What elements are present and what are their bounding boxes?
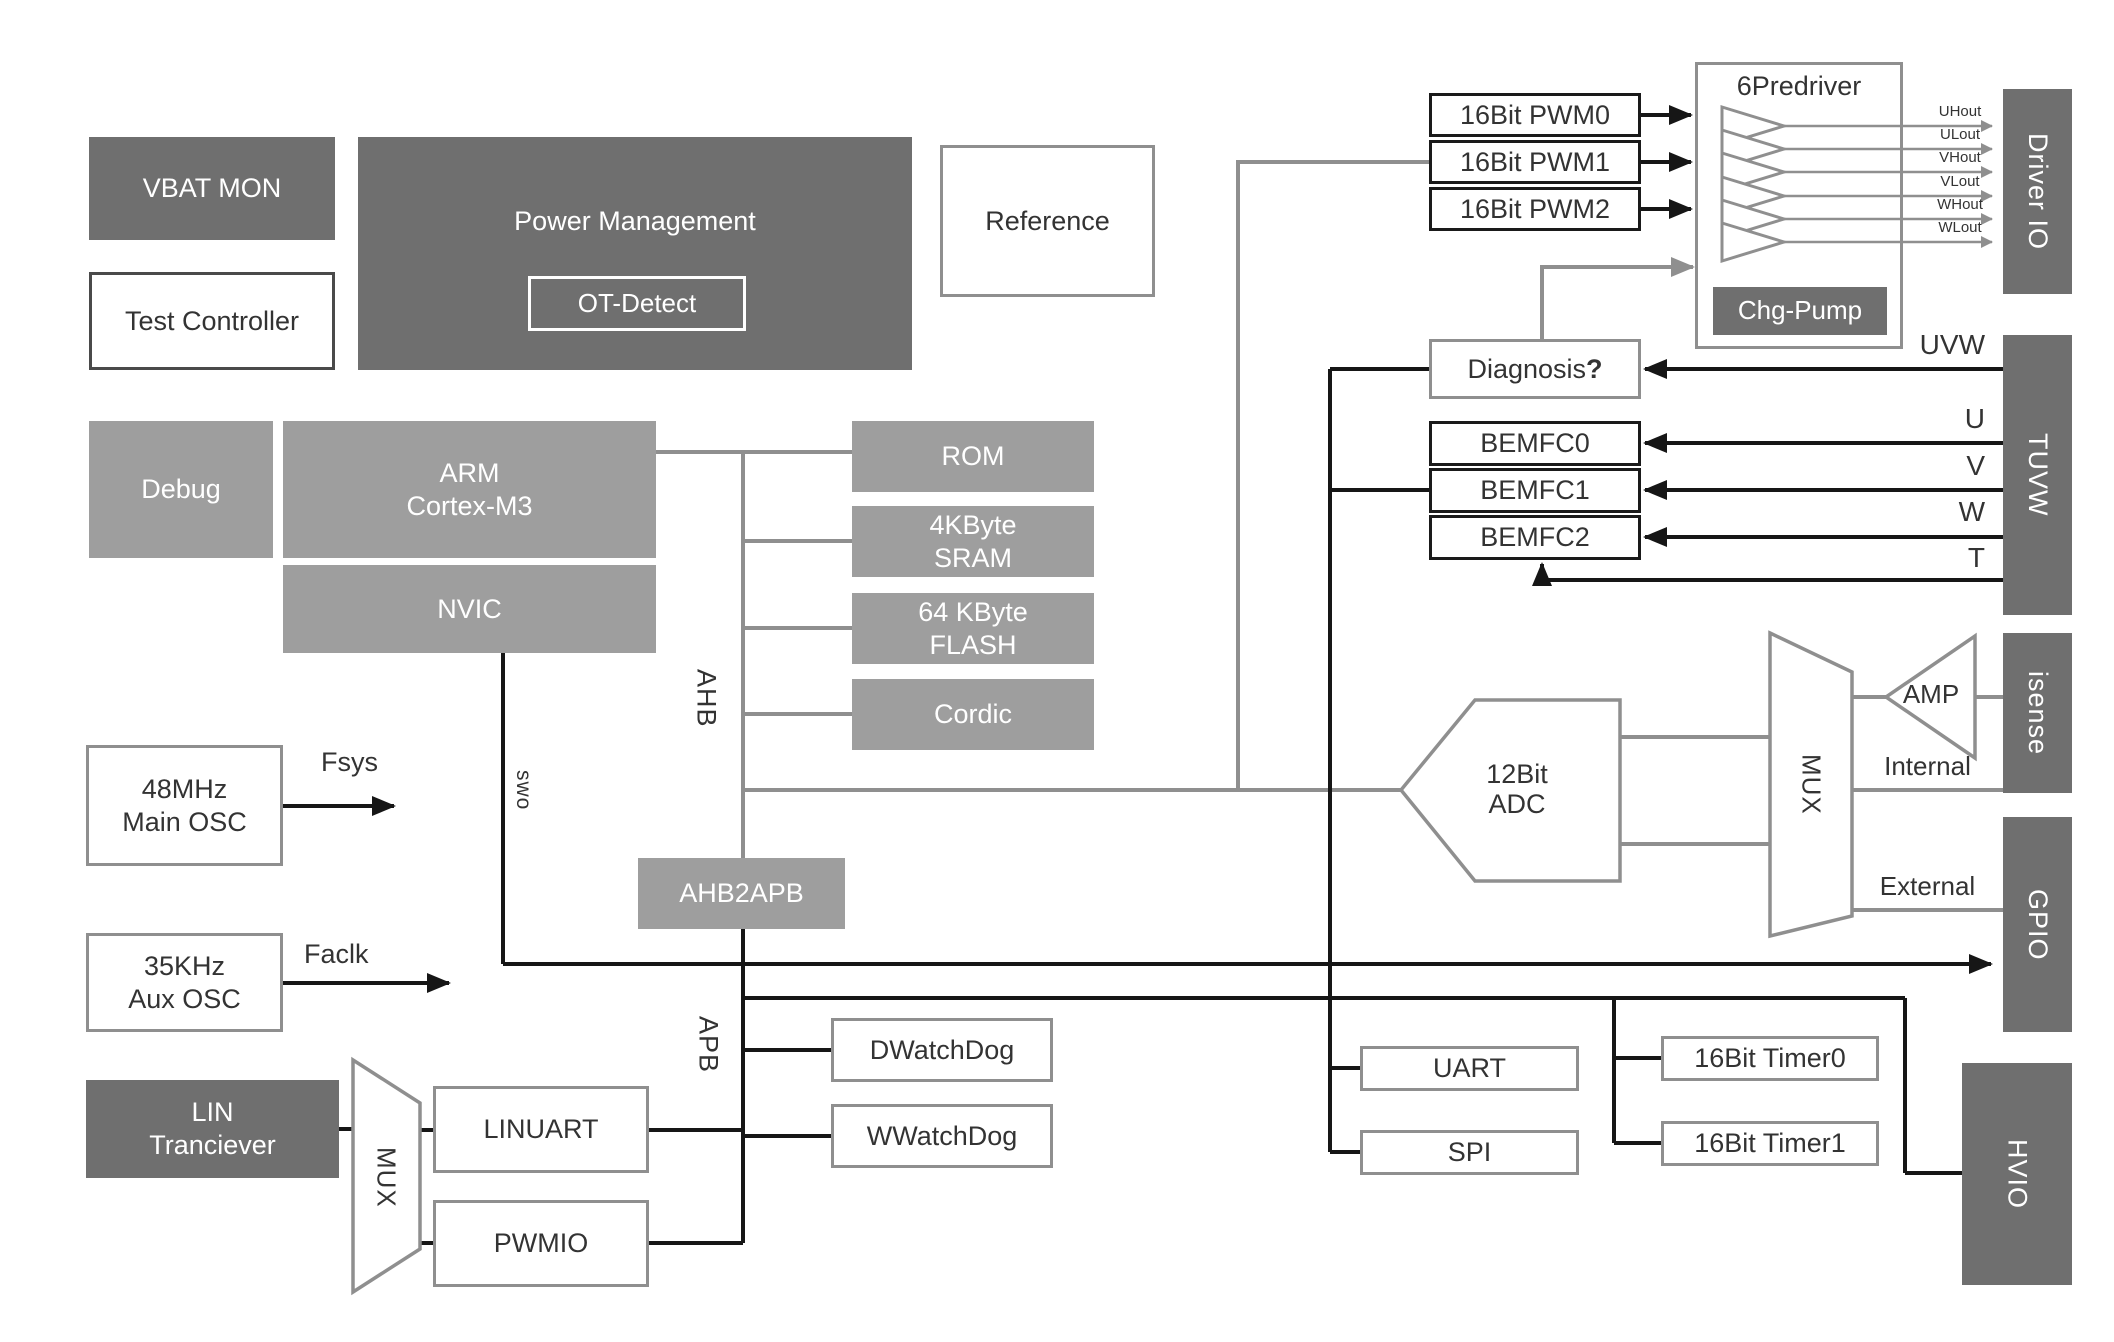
predriver-block: 6Predriver — [1695, 62, 1903, 349]
bemfc1-block: BEMFC1 — [1429, 468, 1641, 513]
pwm0-block: 16Bit PWM0 — [1429, 93, 1641, 137]
wlout-label: WLout — [1938, 219, 1982, 236]
u-signal-label: U — [1964, 403, 1985, 434]
t-bemfc-arrow — [1532, 562, 2003, 586]
amp-triangle — [1882, 632, 1977, 762]
power-management-label: Power Management — [514, 206, 756, 236]
fsys-label: Fsys — [321, 747, 378, 777]
adc-mux-label: MUX — [1796, 753, 1827, 815]
sram-block: 4KByte SRAM — [852, 506, 1094, 577]
lin-mux-trapezoid — [351, 1056, 422, 1296]
v-signal-label: V — [1966, 450, 1985, 481]
chg-pump-block: Chg-Pump — [1713, 287, 1887, 335]
apb-bus-label: APB — [693, 1016, 724, 1074]
nvic-block: NVIC — [283, 565, 656, 653]
power-management-block: Power Management — [358, 137, 912, 370]
tuvw-label: TUVW — [2022, 433, 2053, 517]
isense-label: isense — [2022, 670, 2053, 756]
arm-cortex-m3-block: ARM Cortex-M3 — [283, 421, 656, 558]
diagnosis-label: Diagnosis — [1467, 353, 1587, 384]
isense-block: isense — [2003, 633, 2072, 793]
swo-bus-label: swo — [512, 769, 535, 811]
ahb-bus-label: AHB — [691, 668, 722, 728]
adc-label: 12Bit ADC — [1486, 759, 1548, 819]
lin-transceiver-block: LIN Tranciever — [86, 1080, 339, 1178]
predriver-title: 6Predriver — [1736, 71, 1862, 101]
internal-label: Internal — [1884, 751, 1971, 781]
vlout-label: VLout — [1940, 173, 1980, 190]
timer1-block: 16Bit Timer1 — [1661, 1121, 1879, 1166]
external-label: External — [1879, 871, 1976, 901]
hvio-label: HVIO — [2002, 1138, 2033, 1209]
flash-block: 64 KByte FLASH — [852, 593, 1094, 664]
linuart-block: LINUART — [433, 1086, 649, 1173]
uvw-signal-label: UVW — [1919, 329, 1985, 360]
lin-mux-label: MUX — [371, 1146, 402, 1208]
driver-io-block: Driver IO — [2003, 89, 2072, 294]
ot-detect-block: OT-Detect — [528, 276, 746, 331]
adc-mux-trapezoid — [1768, 630, 1854, 939]
dwatchdog-block: DWatchDog — [831, 1018, 1053, 1082]
vhout-label: VHout — [1939, 149, 1981, 166]
spi-block: SPI — [1360, 1130, 1579, 1175]
diagnosis-predriver-arrow — [1540, 257, 1695, 339]
tuvw-block: TUVW — [2003, 335, 2072, 615]
debug-block: Debug — [89, 421, 273, 558]
reference-block: Reference — [940, 145, 1155, 297]
gpio-label: GPIO — [2022, 888, 2053, 961]
pwmio-block: PWMIO — [433, 1200, 649, 1287]
diagnosis-question-mark: ? — [1586, 353, 1603, 384]
amp-label: AMP — [1902, 679, 1960, 709]
uhout-label: UHout — [1938, 103, 1982, 120]
ahb2apb-block: AHB2APB — [638, 858, 845, 929]
pwm2-block: 16Bit PWM2 — [1429, 187, 1641, 231]
vbat-mon-block: VBAT MON — [89, 137, 335, 240]
cordic-block: Cordic — [852, 679, 1094, 750]
hvio-block: HVIO — [1962, 1063, 2072, 1285]
diagnosis-block: Diagnosis? — [1429, 339, 1641, 399]
aux-osc-block: 35KHz Aux OSC — [86, 933, 283, 1032]
adc-pentagon — [1398, 698, 1622, 883]
ahb-pwm-line — [1236, 160, 1429, 790]
predriver-triangle — [1720, 220, 1790, 264]
driver-io-label: Driver IO — [2022, 133, 2053, 250]
wwatchdog-block: WWatchDog — [831, 1104, 1053, 1168]
ulout-label: ULout — [1939, 126, 1981, 143]
pwm1-block: 16Bit PWM1 — [1429, 140, 1641, 184]
main-osc-block: 48MHz Main OSC — [86, 745, 283, 866]
t-signal-label: T — [1967, 542, 1985, 573]
bemfc0-block: BEMFC0 — [1429, 421, 1641, 466]
timer0-block: 16Bit Timer0 — [1661, 1036, 1879, 1081]
uart-block: UART — [1360, 1046, 1579, 1091]
rom-block: ROM — [852, 421, 1094, 492]
faclk-label: Faclk — [304, 939, 369, 969]
w-signal-label: W — [1958, 496, 1985, 527]
test-controller-block: Test Controller — [89, 272, 335, 370]
bemfc2-block: BEMFC2 — [1429, 515, 1641, 560]
whout-label: WHout — [1937, 196, 1983, 213]
gpio-block: GPIO — [2003, 817, 2072, 1032]
